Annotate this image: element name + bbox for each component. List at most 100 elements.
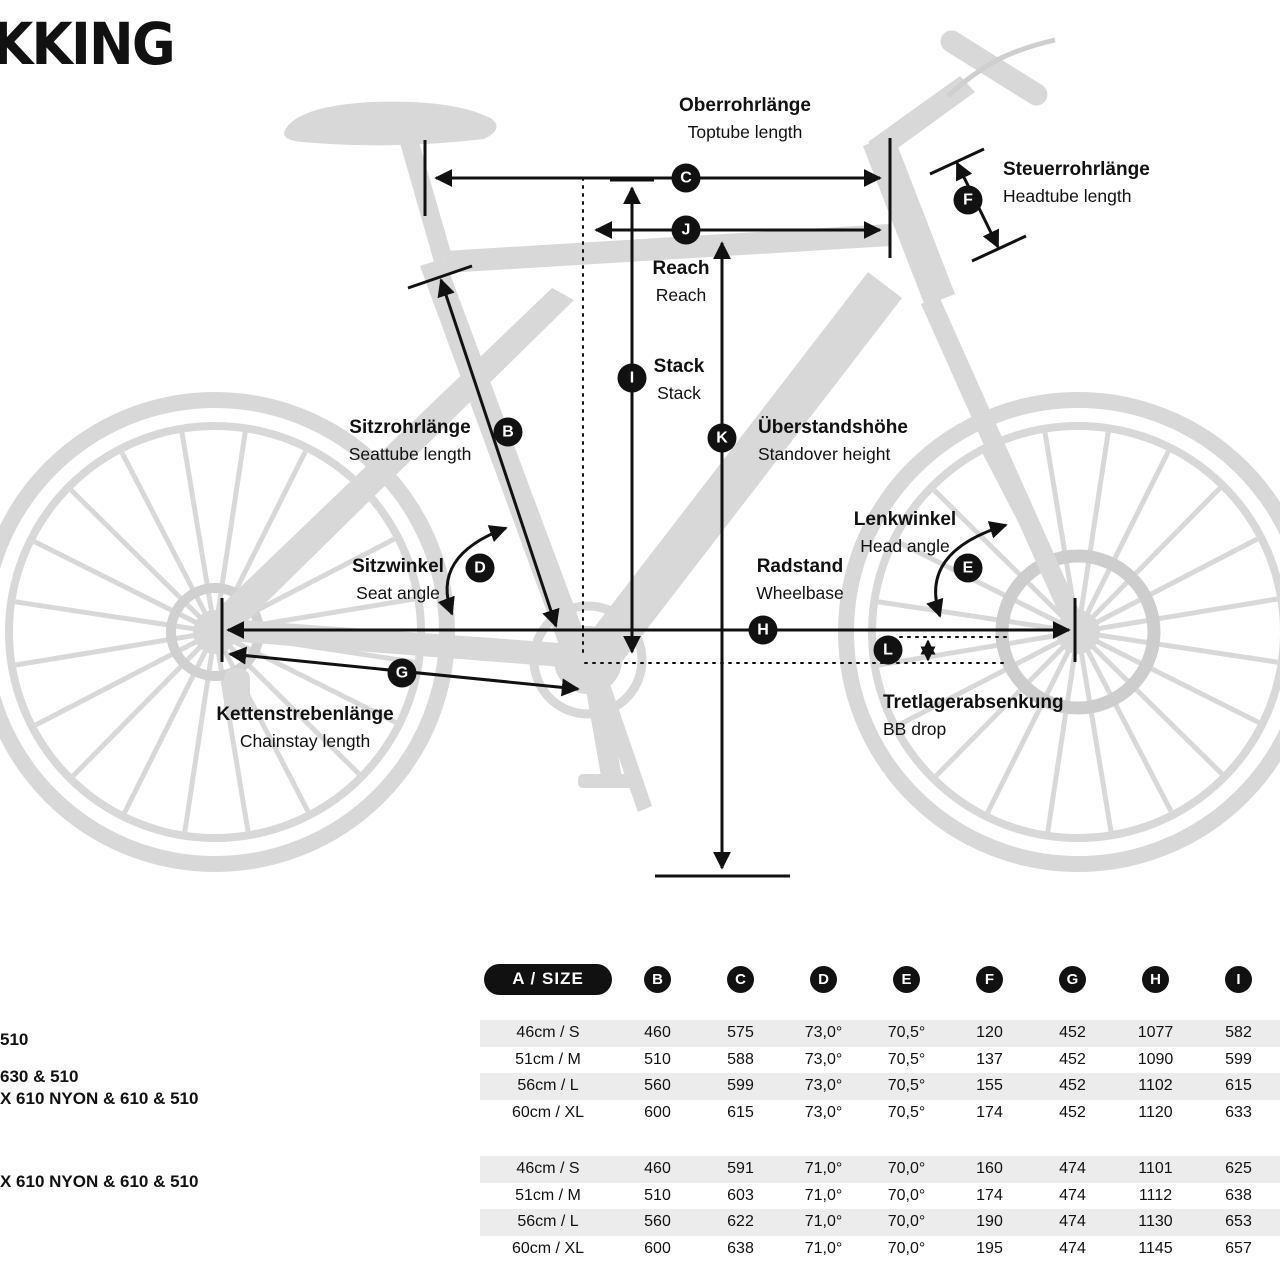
value-cell: 615 bbox=[727, 1103, 754, 1121]
brake-cable bbox=[946, 37, 1056, 98]
value-cell: 1120 bbox=[1138, 1103, 1173, 1121]
size-cell: 51cm / M bbox=[515, 1186, 581, 1204]
column-badge-c: C bbox=[727, 965, 754, 993]
label-bbdrop-en: BB drop bbox=[883, 719, 947, 739]
value-cell: 155 bbox=[976, 1077, 1003, 1095]
value-cell: 600 bbox=[644, 1239, 671, 1257]
value-cell: 73,0° bbox=[804, 1103, 843, 1121]
value-cell: 452 bbox=[1059, 1103, 1086, 1121]
value-cell: 70,5° bbox=[887, 1024, 926, 1042]
value-cell: 474 bbox=[1059, 1239, 1086, 1257]
label-stack: Stack Stack bbox=[654, 353, 705, 407]
brand-logo: KKING bbox=[0, 10, 176, 78]
label-headangle: Lenkwinkel Head angle bbox=[854, 506, 956, 560]
spoke bbox=[985, 630, 1081, 814]
headtube-tick-top bbox=[929, 147, 985, 176]
value-cell: 160 bbox=[976, 1160, 1003, 1178]
spoke bbox=[1076, 536, 1259, 635]
label-standover-de: Überstandshöhe bbox=[758, 417, 908, 438]
label-wheelbase: Radstand Wheelbase bbox=[756, 553, 844, 607]
model-label-2: 630 & 510 bbox=[0, 1067, 79, 1086]
column-badge-g: G bbox=[1059, 965, 1086, 993]
seat-angle-arc bbox=[437, 525, 508, 616]
value-cell: 70,0° bbox=[887, 1239, 926, 1257]
spoke bbox=[1075, 450, 1171, 634]
value-cell: 560 bbox=[644, 1213, 671, 1231]
spoke bbox=[1075, 431, 1111, 633]
value-cell: 73,0° bbox=[804, 1024, 843, 1042]
value-cell: 73,0° bbox=[804, 1077, 843, 1095]
value-cell: 599 bbox=[727, 1077, 754, 1095]
down-tube-battery bbox=[583, 272, 902, 668]
label-toptube-de: Oberrohrlänge bbox=[679, 95, 811, 116]
label-seattube: Sitzrohrlänge Seattube length bbox=[349, 414, 472, 468]
spoke bbox=[71, 630, 217, 778]
fork bbox=[921, 296, 1087, 636]
label-standover-en: Standover height bbox=[758, 444, 891, 464]
marker-f: F bbox=[953, 185, 983, 215]
value-cell: 452 bbox=[1059, 1077, 1086, 1095]
spoke bbox=[1076, 629, 1260, 725]
label-seatangle: Sitzwinkel Seat angle bbox=[352, 553, 444, 607]
label-toptube-en: Toptube length bbox=[687, 122, 803, 142]
value-cell: 120 bbox=[976, 1024, 1003, 1042]
bike-silhouette bbox=[0, 30, 1280, 872]
value-cell: 622 bbox=[727, 1213, 754, 1231]
label-chainstay-de: Kettenstrebenlänge bbox=[216, 704, 394, 725]
value-cell: 560 bbox=[644, 1077, 671, 1095]
label-chainstay: Kettenstrebenlänge Chainstay length bbox=[216, 701, 393, 755]
label-bbdrop: Tretlagerabsenkung BB drop bbox=[883, 689, 1064, 743]
value-cell: 1112 bbox=[1138, 1186, 1173, 1204]
value-cell: 70,0° bbox=[887, 1186, 926, 1204]
label-headangle-en: Head angle bbox=[860, 536, 950, 556]
value-cell: 70,0° bbox=[887, 1213, 926, 1231]
spoke bbox=[14, 599, 216, 635]
kickstand bbox=[594, 684, 652, 812]
value-cell: 1101 bbox=[1138, 1160, 1173, 1178]
value-cell: 174 bbox=[976, 1103, 1003, 1121]
spoke bbox=[34, 629, 217, 728]
spoke bbox=[897, 629, 1080, 728]
marker-i: I bbox=[617, 363, 647, 393]
model-label-3: X 610 NYON & 610 & 510 bbox=[0, 1089, 199, 1108]
value-cell: 1145 bbox=[1138, 1239, 1173, 1257]
spoke bbox=[1077, 629, 1279, 665]
value-cell: 1090 bbox=[1137, 1050, 1174, 1068]
spoke bbox=[1076, 630, 1224, 776]
value-cell: 190 bbox=[976, 1213, 1003, 1231]
value-cell: 174 bbox=[976, 1186, 1003, 1204]
value-cell: 591 bbox=[727, 1160, 754, 1178]
value-cell: 70,5° bbox=[887, 1050, 926, 1068]
spoke bbox=[119, 451, 218, 634]
handlebar bbox=[940, 30, 1048, 106]
label-standover: Überstandshöhe Standover height bbox=[758, 414, 908, 468]
value-cell: 70,5° bbox=[887, 1077, 926, 1095]
spoke bbox=[1076, 486, 1222, 634]
label-wheelbase-de: Radstand bbox=[756, 556, 844, 577]
spoke bbox=[179, 432, 218, 633]
spoke bbox=[212, 631, 251, 832]
value-cell: 73,0° bbox=[804, 1050, 843, 1068]
value-cell: 575 bbox=[727, 1024, 754, 1042]
value-cell: 474 bbox=[1059, 1160, 1086, 1178]
marker-c: C bbox=[671, 163, 701, 193]
column-badge-b: B bbox=[644, 965, 671, 993]
value-cell: 638 bbox=[1225, 1186, 1252, 1204]
label-headtube: Steuerrohrlänge Headtube length bbox=[1003, 156, 1150, 210]
geometry-diagram bbox=[0, 30, 1280, 878]
seattube-tick-top bbox=[407, 264, 473, 290]
value-cell: 599 bbox=[1225, 1050, 1252, 1068]
value-cell: 633 bbox=[1225, 1103, 1252, 1121]
spoke bbox=[1045, 631, 1081, 833]
value-cell: 615 bbox=[1225, 1077, 1252, 1095]
size-header-pill: A / SIZE bbox=[484, 963, 612, 995]
label-seattube-en: Seattube length bbox=[348, 444, 472, 464]
